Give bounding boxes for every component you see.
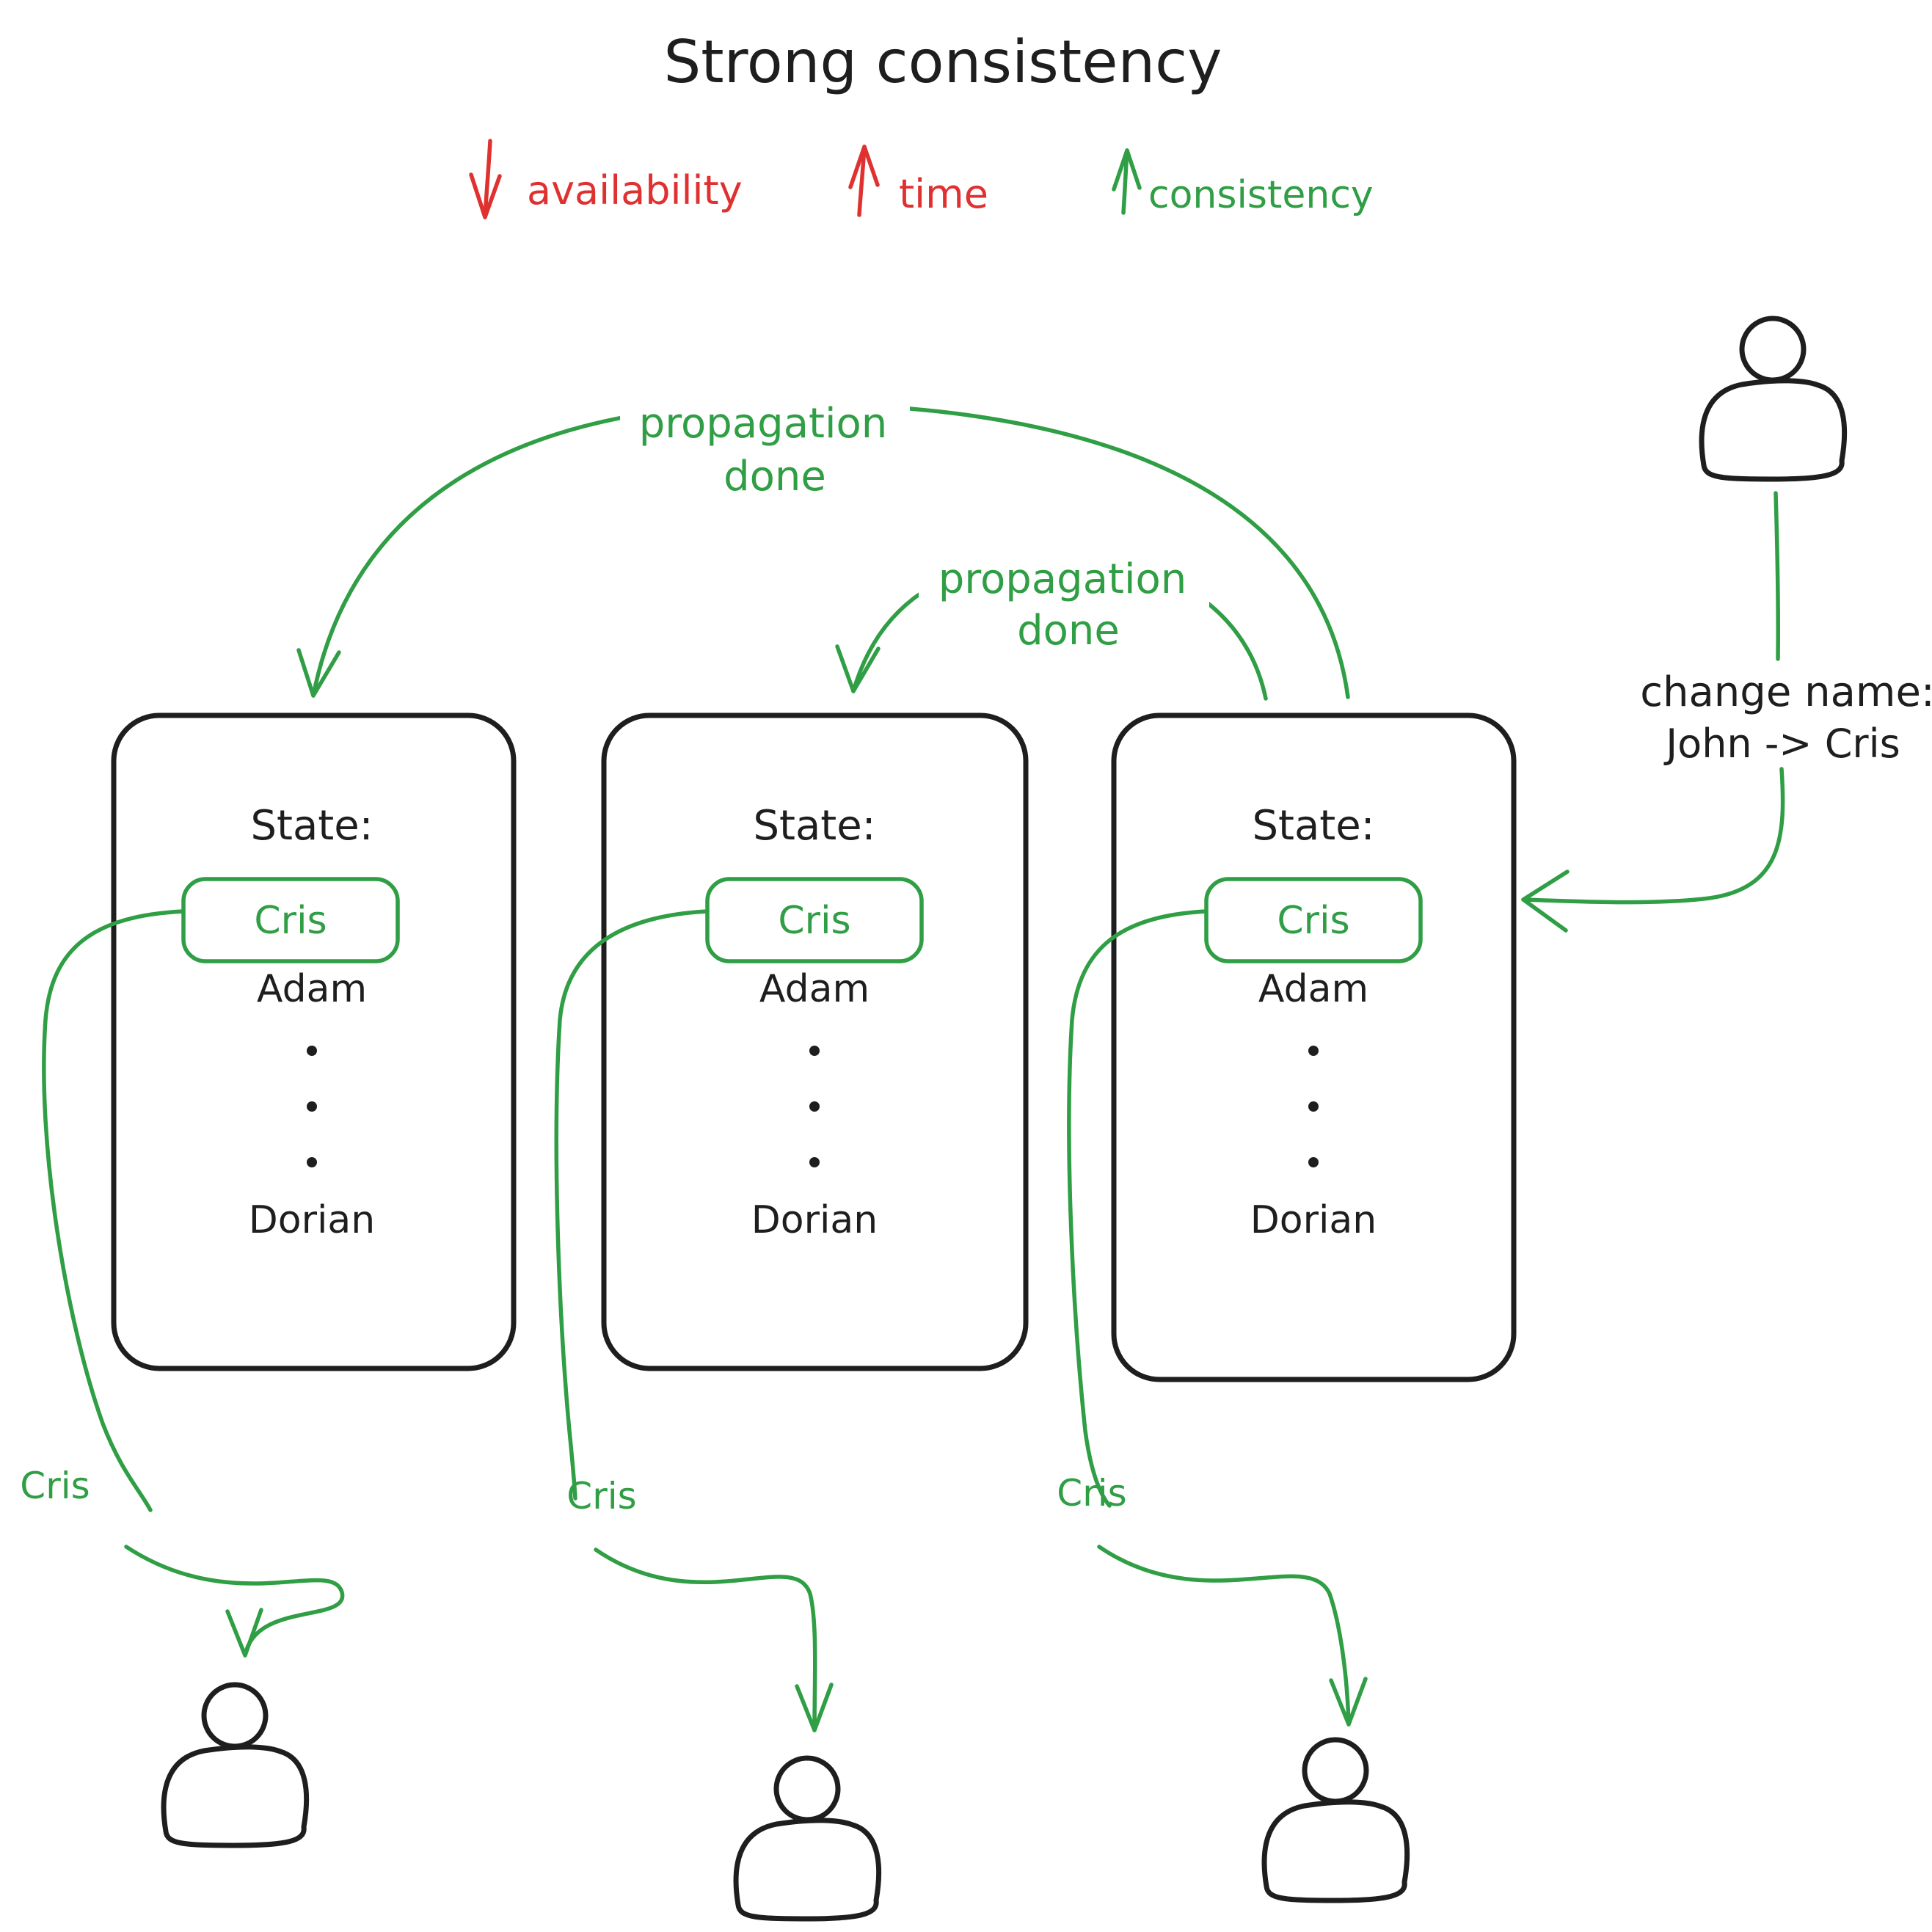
change-name-label-line2: John -> Cris bbox=[1663, 721, 1900, 767]
highlighted-entry: Cris bbox=[778, 899, 850, 943]
legend-availability-label: availability bbox=[527, 167, 743, 214]
state-label: State: bbox=[753, 802, 875, 850]
ellipsis-dot bbox=[1308, 1101, 1319, 1112]
reader-person-icon-1 bbox=[164, 1685, 307, 1845]
state-label: State: bbox=[250, 802, 373, 850]
legend-availability: availability bbox=[469, 139, 743, 219]
ellipsis-dot bbox=[1308, 1046, 1319, 1056]
replica-box bbox=[601, 712, 1029, 1371]
down-arrow-head-icon bbox=[1329, 1677, 1368, 1727]
propagation-done-label-line1: propagation bbox=[938, 555, 1187, 603]
highlight-box bbox=[705, 877, 924, 963]
read-line-to-reader bbox=[594, 1548, 817, 1732]
down-arrow-head-icon bbox=[225, 1608, 263, 1658]
propagation-done-label-line1: propagation bbox=[639, 400, 888, 448]
change-name-label-line1: change name: bbox=[1640, 668, 1932, 716]
propagation-arc-to-node1: propagation done bbox=[296, 396, 1350, 699]
down-arrow-head-icon bbox=[469, 172, 502, 219]
replica-box bbox=[1111, 712, 1517, 1382]
writer-person-icon bbox=[1702, 318, 1845, 479]
highlighted-entry: Cris bbox=[1277, 899, 1349, 943]
state-label: State: bbox=[1252, 802, 1374, 850]
down-arrow-head-icon bbox=[835, 644, 881, 693]
list-entry: Dorian bbox=[1250, 1198, 1377, 1242]
propagation-done-label-line2: done bbox=[1017, 607, 1120, 655]
replica-node-3: State: Cris Adam Dorian bbox=[1111, 712, 1517, 1382]
list-entry: Adam bbox=[1258, 967, 1368, 1011]
read-line-to-reader bbox=[124, 1545, 345, 1658]
replica-node-2: State: Cris Adam Dorian bbox=[601, 712, 1029, 1371]
write-request-arrow bbox=[1521, 767, 1785, 933]
read-line-to-reader bbox=[1097, 1545, 1351, 1727]
up-arrow-head-icon bbox=[1112, 148, 1142, 192]
down-arrow-head-icon bbox=[296, 648, 341, 698]
read-value-label: Cris bbox=[566, 1475, 636, 1517]
read-line-from-node bbox=[554, 909, 710, 1501]
ellipsis-dot bbox=[307, 1101, 317, 1112]
legend-consistency-label: consistency bbox=[1148, 173, 1374, 217]
read-line-from-node bbox=[42, 909, 186, 1512]
ellipsis-dot bbox=[809, 1101, 820, 1112]
legend-time-label: time bbox=[899, 171, 988, 217]
propagation-done-label-line2: done bbox=[723, 453, 826, 500]
label-background bbox=[919, 549, 1209, 657]
legend-time: time bbox=[848, 145, 988, 217]
ellipsis-dot bbox=[809, 1157, 820, 1167]
ellipsis-dot bbox=[809, 1046, 820, 1056]
replica-box bbox=[111, 712, 517, 1371]
read-line-from-node bbox=[1067, 909, 1209, 1508]
propagation-arc-to-node2: propagation done bbox=[835, 549, 1268, 701]
read-flow-3: Cris bbox=[1057, 909, 1368, 1727]
legend-consistency: consistency bbox=[1112, 148, 1374, 217]
reader-person-icon-3 bbox=[1264, 1740, 1407, 1900]
reader-person-icon-2 bbox=[736, 1758, 879, 1919]
read-value-label: Cris bbox=[20, 1465, 90, 1507]
page-title: Strong consistency bbox=[664, 28, 1222, 96]
label-background bbox=[620, 396, 910, 508]
highlighted-entry: Cris bbox=[254, 899, 327, 943]
list-entry: Dorian bbox=[249, 1198, 376, 1242]
left-arrow-head-icon bbox=[1521, 870, 1570, 933]
write-request-line bbox=[1774, 491, 1781, 661]
read-flow-1: Cris bbox=[20, 909, 345, 1658]
up-arrow-head-icon bbox=[848, 145, 880, 189]
write-request-curve bbox=[1521, 767, 1785, 905]
ellipsis-dot bbox=[307, 1046, 317, 1056]
list-entry: Adam bbox=[759, 967, 870, 1011]
down-arrow-icon bbox=[483, 139, 492, 219]
highlight-box bbox=[1204, 877, 1423, 963]
down-arrow-head-icon bbox=[795, 1683, 834, 1732]
ellipsis-dot bbox=[1308, 1157, 1319, 1167]
list-entry: Dorian bbox=[751, 1198, 878, 1242]
highlight-box bbox=[181, 877, 400, 963]
replica-node-1: State: Cris Adam Dorian bbox=[111, 712, 517, 1371]
read-flow-2: Cris bbox=[554, 909, 834, 1732]
read-value-label: Cris bbox=[1057, 1472, 1126, 1514]
ellipsis-dot bbox=[307, 1157, 317, 1167]
list-entry: Adam bbox=[257, 967, 367, 1011]
